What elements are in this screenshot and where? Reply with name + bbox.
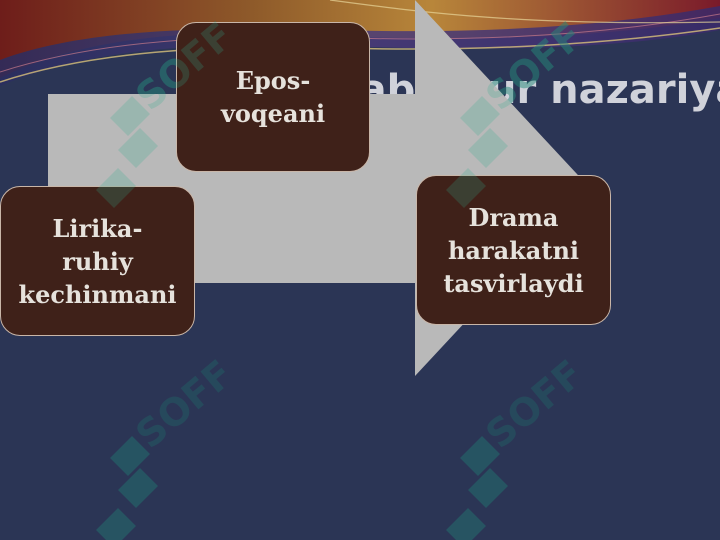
lirika-line-3: kechinmani — [18, 279, 177, 309]
lirika-box: Lirika- ruhiy kechinmani — [0, 186, 195, 336]
epos-line-2: voqeani — [220, 99, 326, 128]
epos-box: Epos- voqeani — [176, 22, 370, 172]
lirika-line-2: ruhiy — [62, 246, 133, 276]
epos-line-1: Epos- — [235, 66, 311, 95]
lirika-text: Lirika- ruhiy kechinmani — [18, 212, 176, 311]
drama-line-3: tasvirlaydi — [443, 268, 584, 298]
drama-text: Drama harakatni tasvirlaydi — [443, 201, 583, 300]
epos-text: Epos- voqeani — [221, 64, 325, 130]
drama-line-1: Drama — [468, 202, 559, 232]
drama-box: Drama harakatni tasvirlaydi — [416, 175, 611, 325]
drama-line-2: harakatni — [447, 235, 580, 265]
lirika-line-1: Lirika- — [52, 213, 143, 243]
